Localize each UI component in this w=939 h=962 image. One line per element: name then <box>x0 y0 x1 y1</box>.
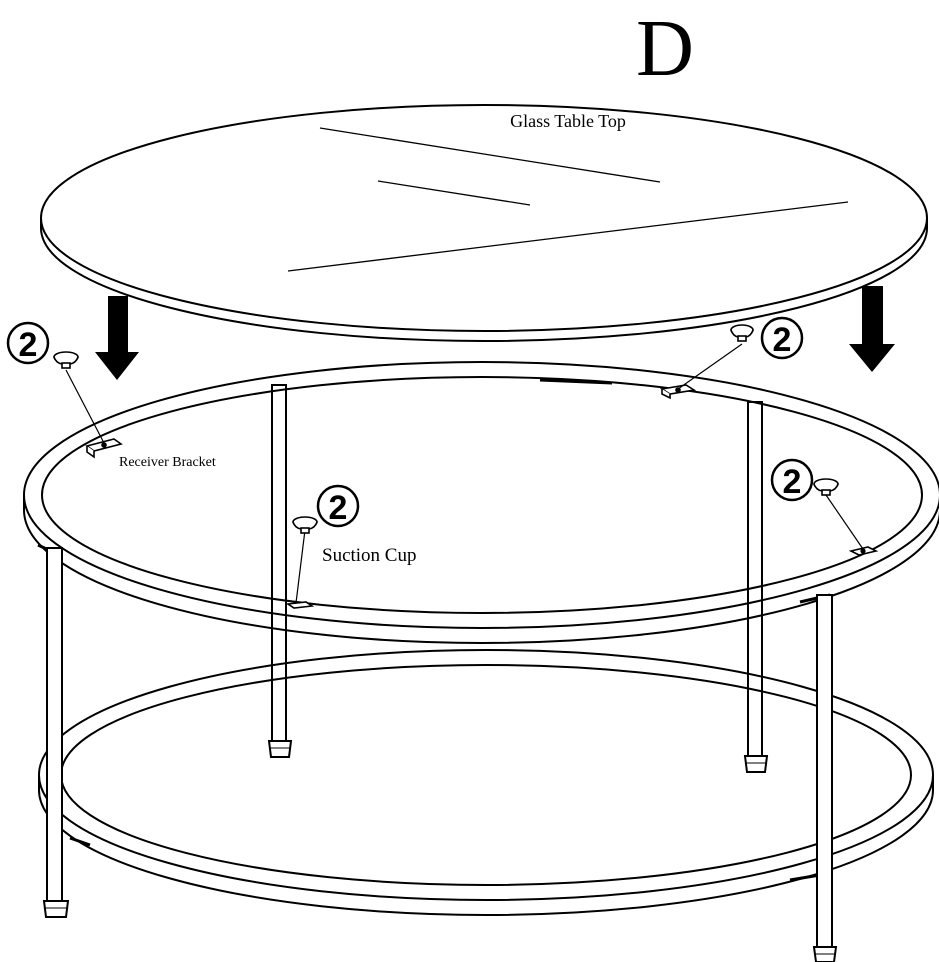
suction-cup-icon <box>53 351 79 369</box>
leader-lines <box>65 343 864 604</box>
receiver-bracket-icon <box>85 438 123 459</box>
receiver-bracket-label: Receiver Bracket <box>119 455 216 470</box>
suction-cup-icon <box>730 324 754 342</box>
step-letter: D <box>636 5 694 93</box>
down-arrow-icon <box>849 286 895 372</box>
suction-cup-label: Suction Cup <box>322 545 416 566</box>
glass-table-top <box>40 104 928 342</box>
receiver-bracket-icon <box>285 601 315 609</box>
callout-suction-cup-quantity-right: 2 <box>770 458 814 502</box>
glass-table-top-label: Glass Table Top <box>510 111 626 131</box>
svg-text:2: 2 <box>19 326 38 364</box>
svg-text:2: 2 <box>773 321 792 359</box>
callout-suction-cup-quantity-center: 2 <box>316 484 360 528</box>
receiver-bracket-icon <box>659 384 697 400</box>
back-left-leg <box>267 384 293 758</box>
suction-cup-icon <box>813 478 839 496</box>
front-right-leg <box>812 594 838 962</box>
callout-suction-cup-quantity-left: 2 <box>6 321 50 365</box>
front-left-leg <box>42 547 70 918</box>
svg-text:2: 2 <box>329 489 348 527</box>
suction-cup-icon <box>292 516 318 534</box>
down-arrow-icon <box>95 296 139 380</box>
top-ring <box>23 361 939 644</box>
callout-suction-cup-quantity-back-right: 2 <box>760 316 804 360</box>
svg-text:2: 2 <box>783 463 802 501</box>
